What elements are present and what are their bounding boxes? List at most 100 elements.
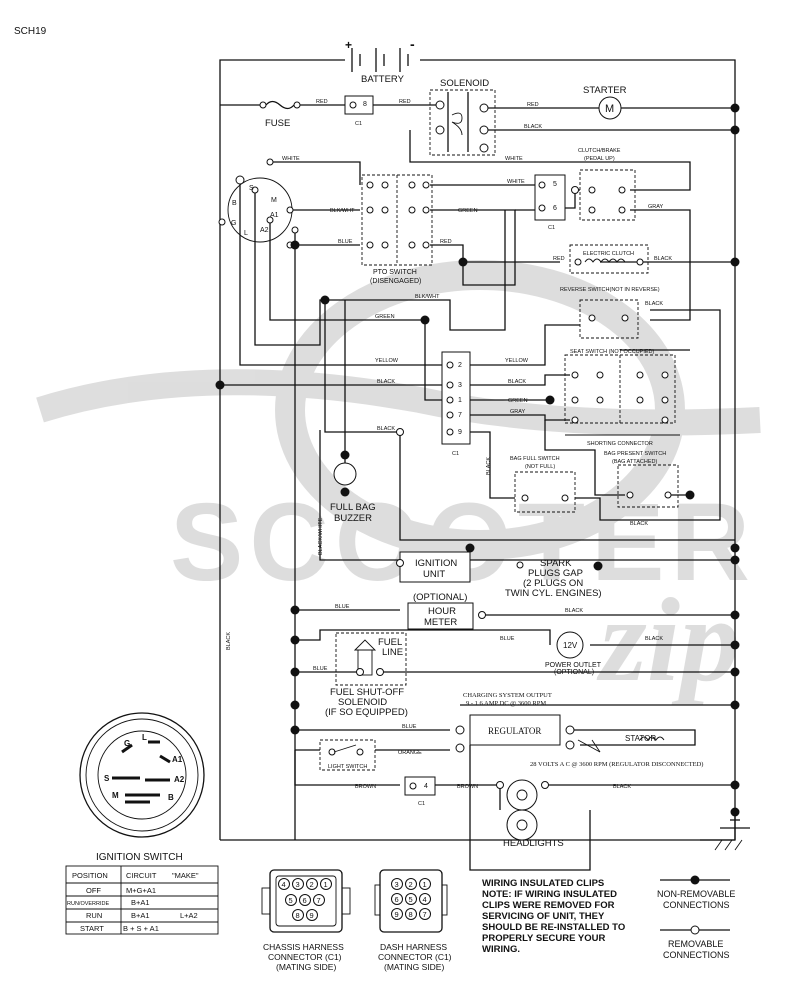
svg-text:BAG PRESENT SWITCH: BAG PRESENT SWITCH bbox=[604, 451, 666, 457]
non-removable-connection bbox=[730, 807, 740, 817]
non-removable-connection bbox=[593, 561, 603, 571]
non-removable-connection bbox=[320, 295, 330, 305]
svg-text:YELLOW: YELLOW bbox=[505, 358, 529, 364]
svg-text:C1: C1 bbox=[355, 121, 362, 127]
svg-text:BLACK: BLACK bbox=[508, 379, 526, 385]
svg-text:BLK/WHT: BLK/WHT bbox=[330, 208, 355, 214]
svg-text:SPARK: SPARK bbox=[540, 558, 572, 569]
svg-text:L: L bbox=[142, 733, 147, 742]
svg-text:28 VOLTS A C @ 3600 RPM (REGUL: 28 VOLTS A C @ 3600 RPM (REGULATOR DISCO… bbox=[530, 761, 703, 768]
svg-text:BROWN: BROWN bbox=[355, 784, 376, 790]
svg-text:B + S + A1: B + S + A1 bbox=[123, 924, 159, 933]
wires bbox=[219, 59, 750, 871]
connector-pin-number: 6 bbox=[303, 896, 307, 905]
connector-pin-number: 5 bbox=[289, 896, 293, 905]
connector-pin-number: 2 bbox=[310, 880, 314, 889]
svg-text:SERVICING OF UNIT, THEY: SERVICING OF UNIT, THEY bbox=[482, 911, 605, 922]
non-removable-connection bbox=[420, 315, 430, 325]
legend: NON-REMOVABLE CONNECTIONS REMOVABLE CONN… bbox=[657, 875, 735, 960]
svg-text:CONNECTOR (C1): CONNECTOR (C1) bbox=[378, 952, 452, 962]
svg-text:BLACK: BLACK bbox=[630, 521, 648, 527]
svg-text:BLACK/WHITE: BLACK/WHITE bbox=[318, 517, 324, 555]
connector-pin-number: 1 bbox=[423, 880, 427, 889]
svg-text:S: S bbox=[104, 774, 110, 783]
reverse-switch: REVERSE SWITCH(NOT IN REVERSE) bbox=[560, 287, 660, 339]
removable-connection bbox=[478, 611, 486, 619]
svg-text:A1: A1 bbox=[270, 212, 279, 219]
connector-pin bbox=[405, 908, 417, 920]
svg-text:SHOULD BE RE-INSTALLED TO: SHOULD BE RE-INSTALLED TO bbox=[482, 922, 625, 933]
connector-pin bbox=[405, 878, 417, 890]
svg-text:zip: zip bbox=[596, 573, 740, 706]
svg-text:2: 2 bbox=[458, 362, 462, 369]
svg-text:C1: C1 bbox=[548, 225, 555, 231]
svg-text:B+A1: B+A1 bbox=[131, 911, 150, 920]
non-removable-connection bbox=[730, 780, 740, 790]
removable-connection bbox=[496, 781, 504, 789]
headlights: HEADLIGHTS bbox=[503, 779, 564, 849]
svg-text:A2: A2 bbox=[260, 227, 269, 234]
svg-text:(BAG ATTACHED): (BAG ATTACHED) bbox=[612, 459, 657, 465]
svg-text:HEADLIGHTS: HEADLIGHTS bbox=[503, 838, 564, 849]
svg-text:LINE: LINE bbox=[382, 647, 403, 658]
ignition-switch-title: IGNITION SWITCH bbox=[96, 852, 183, 863]
clutch-brake-switch: CLUTCH/BRAKE (PEDAL UP) bbox=[578, 148, 636, 221]
svg-text:BLUE: BLUE bbox=[335, 604, 350, 610]
connector-pin-number: 9 bbox=[310, 911, 314, 920]
removable-connection bbox=[356, 668, 364, 676]
svg-text:PROPERLY SECURE YOUR: PROPERLY SECURE YOUR bbox=[482, 933, 606, 944]
svg-text:-: - bbox=[410, 36, 415, 52]
svg-text:NOTE: IF WIRING INSULATED: NOTE: IF WIRING INSULATED bbox=[482, 889, 617, 900]
svg-text:FUSE: FUSE bbox=[265, 118, 290, 129]
svg-text:RED: RED bbox=[553, 256, 565, 262]
svg-text:BLACK: BLACK bbox=[613, 784, 631, 790]
connector-pin-number: 3 bbox=[395, 880, 399, 889]
svg-text:RED: RED bbox=[440, 239, 452, 245]
full-bag-buzzer: FULL BAG BUZZER bbox=[330, 462, 376, 524]
non-removable-connection bbox=[290, 635, 300, 645]
non-removable-connection bbox=[290, 725, 300, 735]
connector-pin bbox=[313, 894, 325, 906]
svg-text:M: M bbox=[271, 197, 277, 204]
svg-text:SOLENOID: SOLENOID bbox=[440, 78, 489, 89]
svg-text:ORANGE: ORANGE bbox=[398, 750, 422, 756]
svg-text:BLACK: BLACK bbox=[377, 379, 395, 385]
svg-text:BLACK: BLACK bbox=[486, 457, 492, 475]
non-removable-connection bbox=[290, 240, 300, 250]
svg-text:PTO SWITCH: PTO SWITCH bbox=[373, 269, 417, 276]
ignition-key-terminals: S B G M A1 A2 L bbox=[218, 158, 299, 249]
svg-text:FUEL SHUT-OFF: FUEL SHUT-OFF bbox=[330, 687, 404, 698]
connector-pin-number: 8 bbox=[409, 910, 413, 919]
non-removable-connection bbox=[340, 450, 350, 460]
connector-pin-number: 3 bbox=[296, 880, 300, 889]
svg-text:WIRING.: WIRING. bbox=[482, 944, 520, 955]
svg-text:G: G bbox=[124, 739, 130, 748]
connector-pin bbox=[306, 909, 318, 921]
ignition-switch-table: POSITION CIRCUIT "MAKE" OFF M+G+A1 RUN/O… bbox=[65, 865, 219, 935]
svg-text:(IF SO EQUIPPED): (IF SO EQUIPPED) bbox=[325, 707, 408, 718]
connector-pin-number: 7 bbox=[317, 896, 321, 905]
svg-text:"MAKE": "MAKE" bbox=[172, 871, 199, 880]
svg-text:7: 7 bbox=[458, 412, 462, 419]
svg-text:SHORTING CONNECTOR: SHORTING CONNECTOR bbox=[587, 441, 653, 447]
ignition-switch-face: G L A1 S A2 M B bbox=[79, 712, 205, 838]
svg-text:BAG FULL SWITCH: BAG FULL SWITCH bbox=[510, 456, 560, 462]
svg-text:12V: 12V bbox=[563, 641, 578, 650]
svg-text:A2: A2 bbox=[174, 775, 185, 784]
svg-text:REGULATOR: REGULATOR bbox=[488, 726, 541, 736]
non-removable-connection bbox=[545, 395, 555, 405]
svg-text:(DISENGAGED): (DISENGAGED) bbox=[370, 278, 421, 285]
svg-text:CLIPS WERE REMOVED FOR: CLIPS WERE REMOVED FOR bbox=[482, 900, 615, 911]
svg-text:C1: C1 bbox=[452, 451, 459, 457]
non-removable-connection bbox=[290, 700, 300, 710]
svg-text:FULL BAG: FULL BAG bbox=[330, 502, 376, 513]
svg-text:6: 6 bbox=[553, 205, 557, 212]
svg-text:1: 1 bbox=[458, 397, 462, 404]
svg-text:G: G bbox=[231, 220, 236, 227]
connector-pin-number: 2 bbox=[409, 880, 413, 889]
svg-text:M+G+A1: M+G+A1 bbox=[126, 886, 156, 895]
svg-text:(MATING SIDE): (MATING SIDE) bbox=[276, 962, 336, 972]
connection-dots[interactable] bbox=[215, 103, 740, 817]
connector-pin bbox=[419, 878, 431, 890]
